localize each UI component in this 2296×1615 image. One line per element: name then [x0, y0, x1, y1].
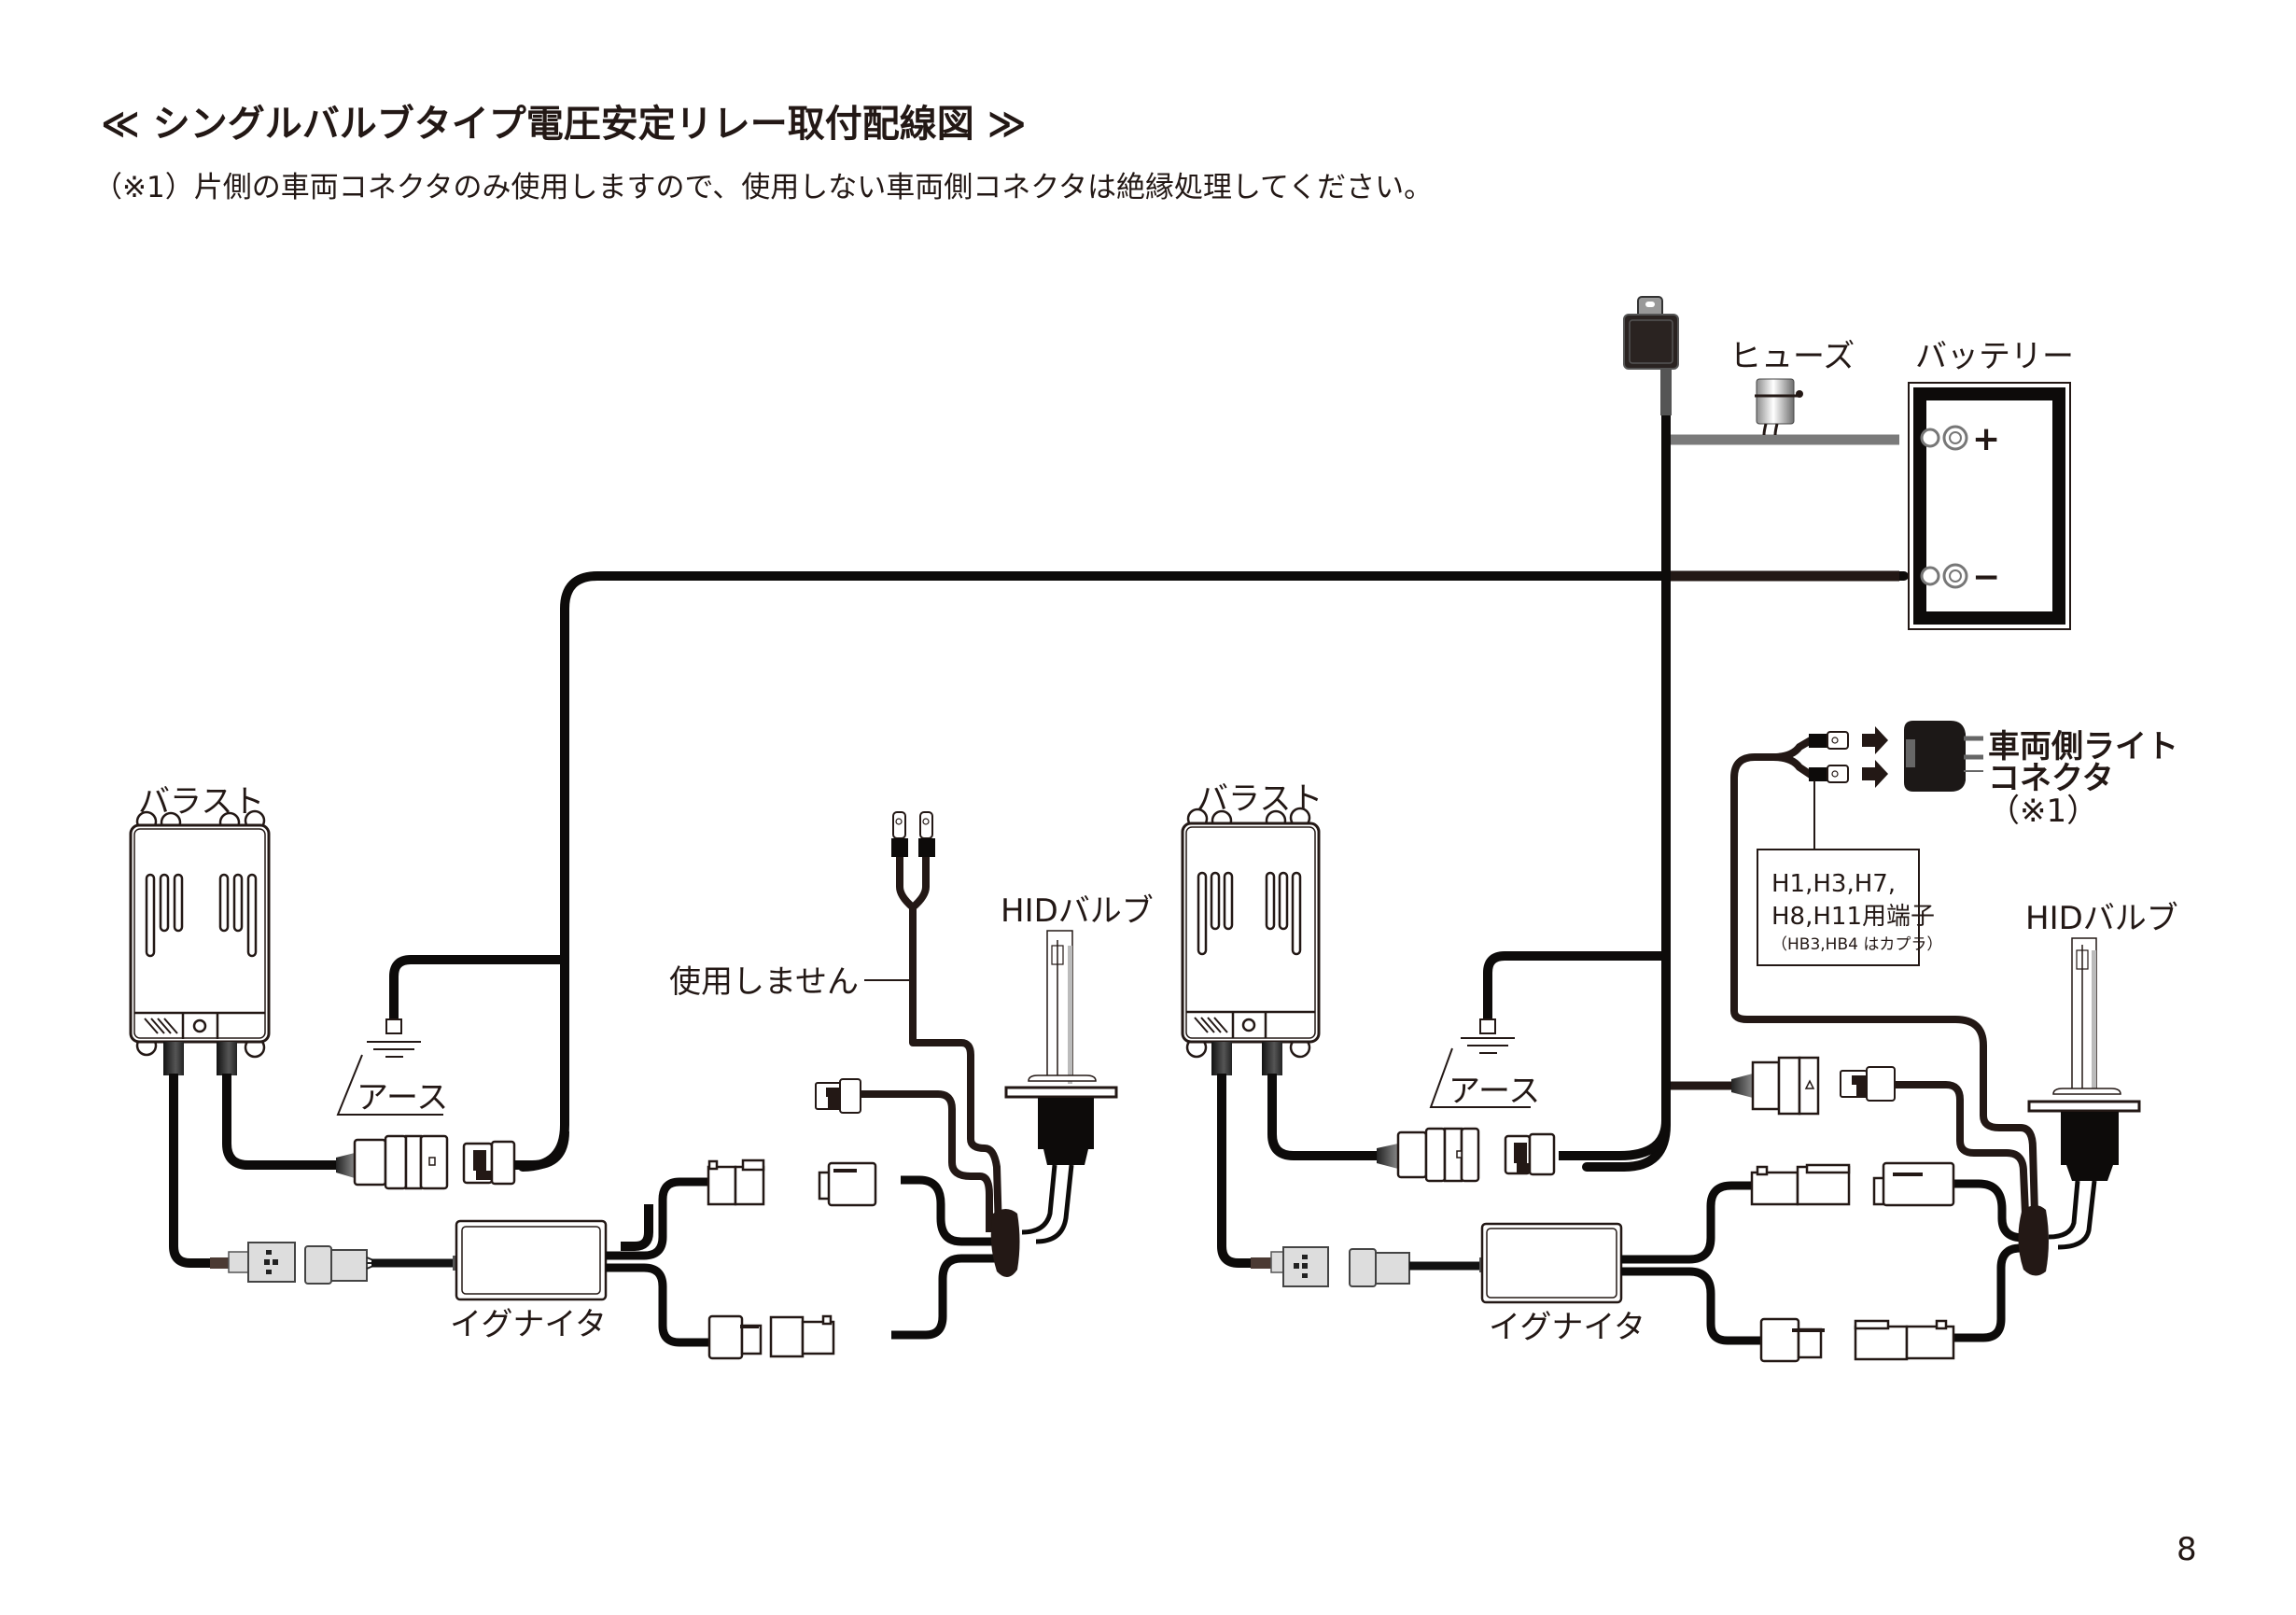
left-igniter-upper-connector-b: [818, 1161, 877, 1207]
ballast-icon: [129, 809, 271, 1059]
right-igniter-lower-connector-a: [1759, 1317, 1825, 1363]
fuse-icon: [1755, 378, 1803, 436]
left-bulb-socket-connector: [815, 1078, 861, 1114]
terminal-info-box: [1757, 849, 1920, 966]
right-vehicle-harness-wire: [1730, 753, 2038, 1215]
left-relay-input-connector: [462, 1140, 516, 1186]
fuse-label: ヒューズ: [1729, 338, 1855, 375]
left-igniter-label: イグナイタ: [450, 1306, 607, 1343]
right-ballast-output-connector: [1377, 1127, 1480, 1183]
main-wires: [389, 397, 1909, 1172]
left-bulb-socket-wire: [861, 1090, 993, 1232]
left-hid-bulb: [990, 930, 1118, 1278]
right-bulb-socket-connector: [1840, 1066, 1896, 1102]
right-igniter-input-connector: [1251, 1246, 1410, 1287]
left-ballast-output-connector: [336, 1134, 449, 1190]
right-relay-input-connector: [1504, 1132, 1556, 1176]
right-hid-bulb: [2018, 937, 2141, 1276]
left-ground-icon: [336, 1018, 443, 1116]
hid-bulb-icon: [2027, 937, 2141, 1250]
hid-bulb-icon: [1004, 930, 1118, 1244]
right-igniter-label: イグナイタ: [1489, 1309, 1645, 1346]
right-igniter-lower-connector-b: [1854, 1319, 1955, 1361]
right-relay-bulb-connector: [1671, 1056, 1820, 1116]
right-ground-label: アース: [1449, 1073, 1540, 1110]
left-ballast-wires: [169, 1074, 653, 1268]
left-hid-bulb-label: HIDバルブ: [1001, 892, 1154, 930]
ballast-icon: [1181, 807, 1321, 1059]
right-igniter: [1479, 1222, 1623, 1304]
battery-plus-sign: +: [1972, 420, 2000, 458]
left-igniter-upper-connector-a: [707, 1159, 765, 1206]
left-relay-lead: [514, 1130, 569, 1170]
left-ballast-label: バラスト: [138, 783, 264, 821]
relay-trunk-wire: [1582, 397, 1671, 1172]
left-unused-terminal: [891, 811, 935, 857]
page-title: ≪ シングルバルブタイプ電圧安定リレー取付配線図 ≫: [101, 103, 1027, 146]
right-igniter-output-wires: [1621, 1179, 2039, 1345]
battery-label: バッテリー: [1915, 338, 2074, 375]
right-ground-icon: [1429, 1018, 1531, 1108]
battery-minus-sign: −: [1972, 558, 2000, 597]
right-igniter-upper-connector-a: [1750, 1163, 1851, 1206]
right-bulb-socket-wire: [1895, 1081, 2029, 1215]
insulation-note: （※1）片側の車両コネクタのみ使用しますので、使用しない車両側コネクタは絶縁処理…: [93, 171, 1434, 204]
right-ballast: [1181, 807, 1321, 1075]
igniter-icon: [1479, 1222, 1623, 1304]
left-ground-wire: [389, 955, 569, 1024]
left-igniter: [453, 1219, 608, 1301]
vehicle-light-connector-icon: [1904, 721, 1983, 792]
terminal-box-line1: H1,H3,H7,: [1771, 870, 1896, 898]
right-hid-bulb-label: HIDバルブ: [2025, 900, 2178, 937]
left-ground-label: アース: [357, 1079, 448, 1116]
vehicle-connector-label-line2: コネクタ: [1988, 760, 2114, 797]
right-ground-wire: [1483, 951, 1671, 1024]
right-ballast-wires: [1217, 1074, 1671, 1268]
arrow-right-icon: [1862, 726, 1888, 788]
terminal-box-line2: H8,H11用端子: [1771, 903, 1935, 931]
left-igniter-lower-connector-a: [707, 1314, 763, 1360]
left-unused-wire: [896, 857, 1002, 1233]
left-igniter-input-connector: [210, 1242, 374, 1285]
vehicle-connector-note: （※1）: [1988, 793, 2098, 830]
unused-label: 使用しません: [669, 963, 859, 1001]
left-igniter-output-wires: [606, 1175, 1013, 1347]
page-number: 8: [2177, 1531, 2197, 1568]
vehicle-side-terminals: [1809, 731, 1849, 783]
vehicle-connector-label-line1: 車両側ライト: [1988, 728, 2178, 765]
left-igniter-lower-connector-b: [769, 1314, 835, 1358]
igniter-icon: [453, 1219, 608, 1301]
relay-icon: [1623, 296, 1679, 415]
battery-icon: [1908, 382, 2071, 630]
left-ballast: [129, 809, 271, 1075]
right-igniter-upper-connector-b: [1872, 1161, 1955, 1207]
terminal-box-line3: （HB3,HB4 はカプラ）: [1771, 935, 1942, 954]
